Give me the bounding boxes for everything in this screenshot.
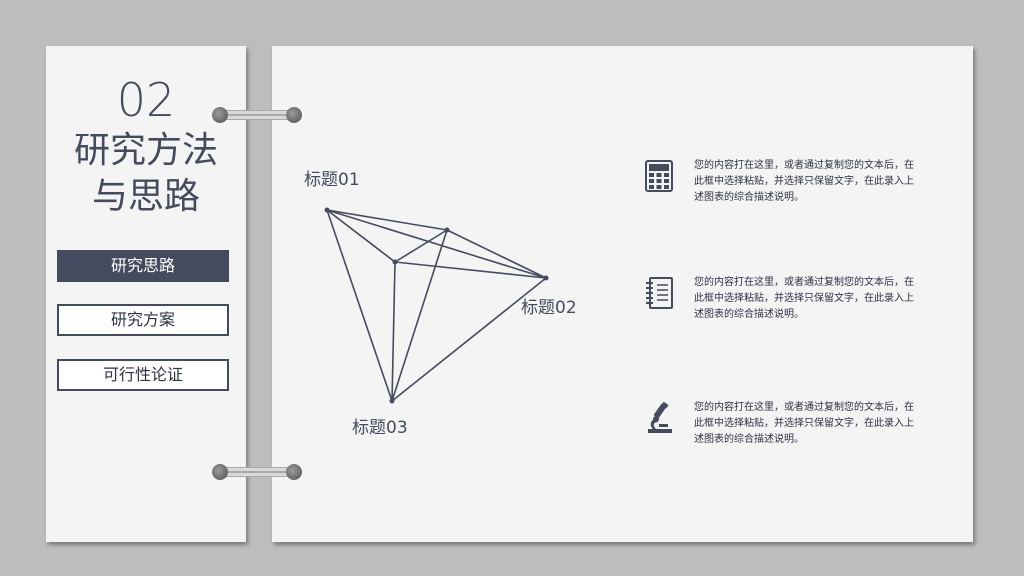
diagram-edge (394, 229, 448, 263)
diagram-vertex (389, 398, 395, 404)
info-item-text: 您的内容打在这里，或者通过复制您的文本后，在此框中选择粘贴，并选择只保留文字，在… (694, 402, 914, 445)
diagram-edge (326, 209, 396, 263)
diagram-vertex (392, 259, 398, 265)
diagram-edge (391, 261, 396, 402)
diagram-edges (326, 209, 547, 402)
section-title: 研究方法 与思路 (46, 128, 246, 220)
diagram-edge (326, 209, 547, 279)
menu-button-research-approach[interactable]: 研究思路 (57, 250, 229, 282)
diagram-label-1: 标题01 (304, 170, 360, 190)
diagram-edge (391, 229, 448, 402)
diagram-label-2: 标题02 (521, 298, 577, 318)
notebook-icon (646, 277, 673, 309)
info-item-text: 您的内容打在这里，或者通过复制您的文本后，在此框中选择粘贴，并选择只保留文字，在… (694, 277, 914, 320)
menu-button-feasibility[interactable]: 可行性论证 (57, 359, 229, 391)
microscope-icon (648, 402, 672, 433)
diagram-vertex (543, 275, 549, 281)
binder-ring-bottom (212, 461, 304, 483)
info-item-text: 您的内容打在这里，或者通过复制您的文本后，在此框中选择粘贴，并选择只保留文字，在… (694, 160, 914, 203)
diagram-vertex (444, 227, 450, 233)
binder-ring-top (212, 104, 304, 126)
info-item-1: 您的内容打在这里，或者通过复制您的文本后，在此框中选择粘贴，并选择只保留文字，在… (644, 158, 944, 208)
section-title-line-1: 研究方法 (73, 130, 218, 171)
diagram-vertex (324, 207, 330, 213)
section-title-line-2: 与思路 (91, 176, 200, 217)
diagram-edge (446, 229, 547, 279)
menu-button-research-plan[interactable]: 研究方案 (57, 304, 229, 336)
diagram-vertices (324, 207, 549, 404)
diagram-edge (394, 261, 547, 279)
right-panel: 标题01 标题02 标题03 您的内容打在这里，或者通过复制您的文本后，在此框中… (272, 46, 973, 542)
diagram-edge (326, 209, 448, 231)
diagram-edge (326, 209, 393, 402)
left-panel: 02 研究方法 与思路 研究思路 研究方案 可行性论证 (46, 46, 246, 542)
info-item-3: 您的内容打在这里，或者通过复制您的文本后，在此框中选择粘贴，并选择只保留文字，在… (644, 400, 944, 450)
info-item-2: 您的内容打在这里，或者通过复制您的文本后，在此框中选择粘贴，并选择只保留文字，在… (644, 275, 944, 325)
polyhedron-diagram: 标题01 标题02 标题03 (304, 170, 577, 438)
diagram-label-3: 标题03 (352, 418, 408, 438)
calculator-icon (645, 160, 673, 192)
section-number: 02 (116, 73, 176, 127)
diagram-edge (391, 277, 547, 402)
